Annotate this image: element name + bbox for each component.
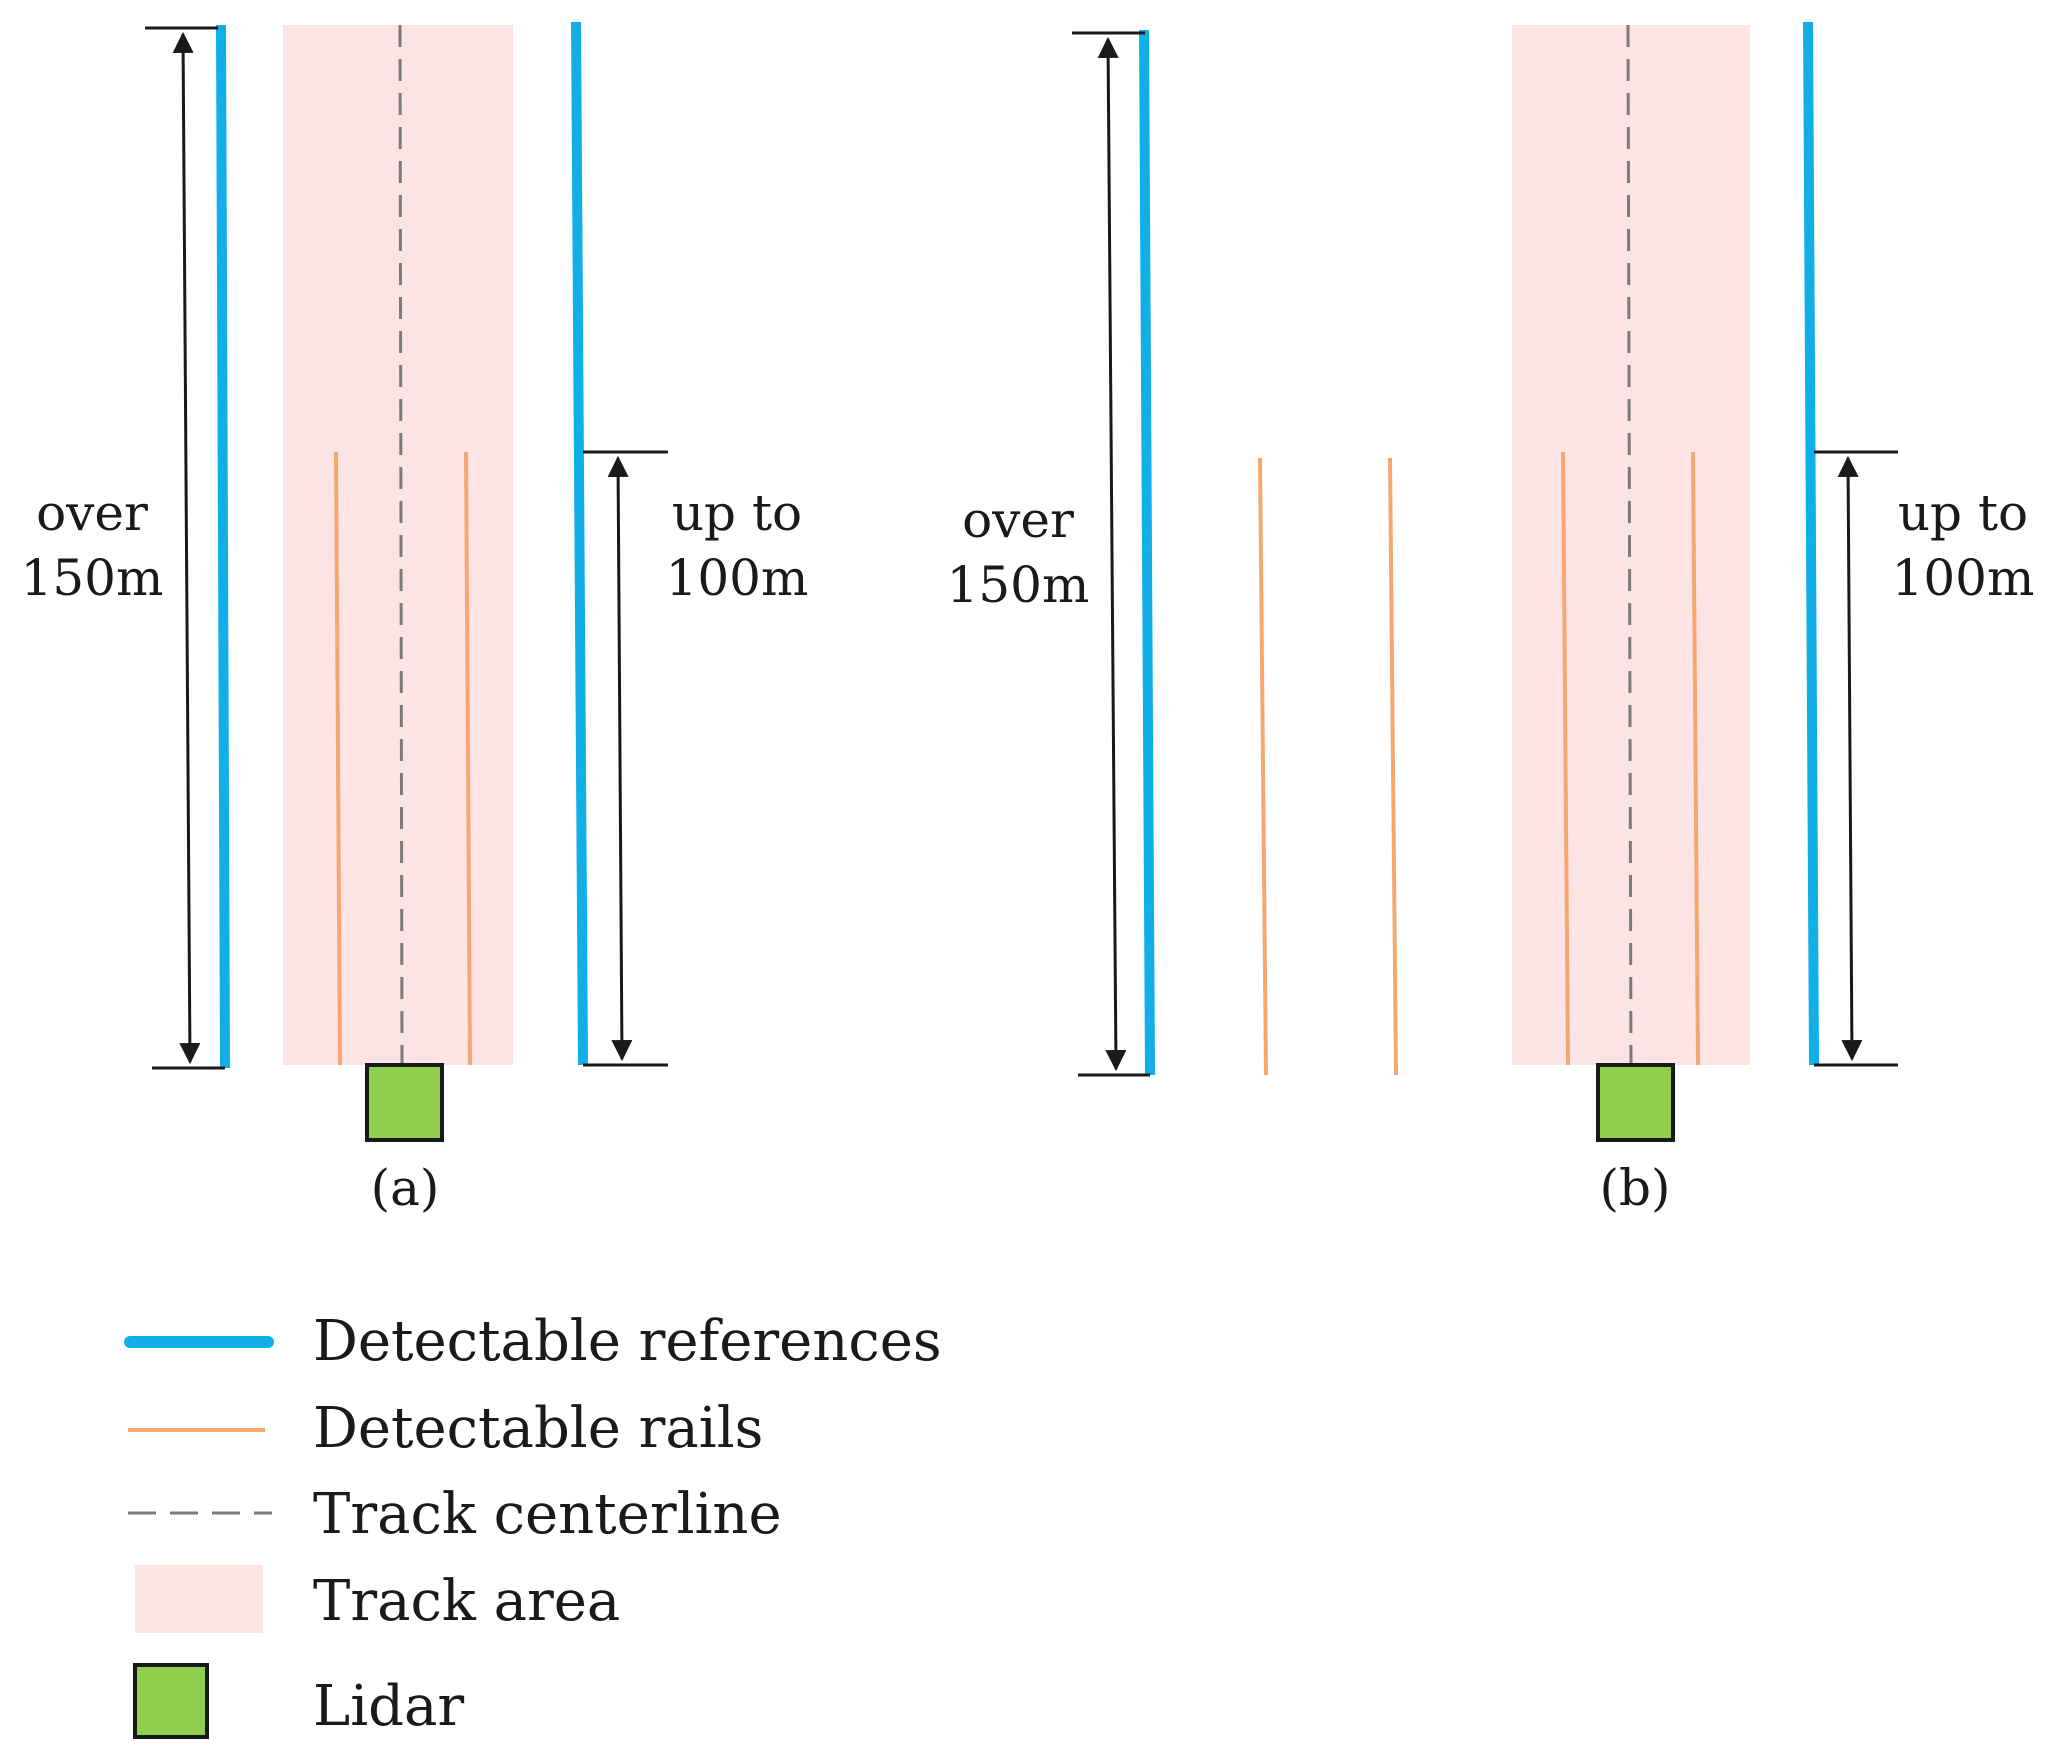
- panel-caption: (b): [1599, 1159, 1670, 1217]
- dimension-label-line2: 100m: [666, 549, 809, 607]
- track-centerline: [398, 24, 404, 1066]
- reference-left: [216, 24, 230, 1069]
- dimension-label-line1: over: [962, 491, 1074, 549]
- rail-right: [464, 451, 472, 1066]
- lidar: [365, 1063, 444, 1142]
- dimension-label-line1: up to: [1898, 484, 2028, 542]
- legend-label: Track area: [313, 1569, 620, 1634]
- legend: Detectable references Detectable rails T…: [124, 1309, 942, 1739]
- panel-b: over 150m up to 100m (b): [947, 21, 2035, 1217]
- rail-left-adjacent-track: [1258, 457, 1268, 1076]
- panel-a: over 150m up to 100m (a): [21, 21, 809, 1217]
- dimension-label-line2: 100m: [1892, 549, 2035, 607]
- track-area-swatch-icon: [135, 1565, 263, 1633]
- track-centerline: [1626, 24, 1633, 1066]
- reference-left: [1139, 29, 1155, 1076]
- rail-right-adjacent-track: [1388, 457, 1398, 1076]
- lidar: [1596, 1063, 1675, 1142]
- rail-left: [1561, 451, 1570, 1066]
- dimension-label-line1: over: [36, 484, 148, 542]
- rail-left: [334, 451, 342, 1066]
- dimension-label-line1: up to: [672, 484, 802, 542]
- dimension-arrow: [1097, 36, 1127, 1072]
- dimension-arrow: [1837, 455, 1863, 1062]
- legend-label: Lidar: [313, 1674, 464, 1739]
- dimension-arrow: [607, 455, 633, 1062]
- dimension-label-line2: 150m: [21, 549, 164, 607]
- rail-right: [1691, 451, 1700, 1066]
- reference-right: [1803, 21, 1819, 1066]
- legend-label: Track centerline: [313, 1482, 782, 1547]
- legend-item-lidar: Lidar: [133, 1663, 464, 1739]
- legend-label: Detectable rails: [313, 1396, 763, 1461]
- track-area: [283, 25, 513, 1065]
- lidar-square-icon: [133, 1663, 209, 1739]
- reference-right: [571, 21, 588, 1066]
- legend-item-centerline: Track centerline: [128, 1482, 782, 1547]
- dimension-label-line2: 150m: [947, 556, 1090, 614]
- legend-item-reference: Detectable references: [124, 1309, 942, 1374]
- panel-caption: (a): [371, 1159, 440, 1217]
- legend-item-rail: Detectable rails: [128, 1396, 763, 1461]
- legend-item-track-area: Track area: [135, 1565, 620, 1634]
- legend-label: Detectable references: [313, 1309, 942, 1374]
- dimension-arrow: [172, 31, 201, 1065]
